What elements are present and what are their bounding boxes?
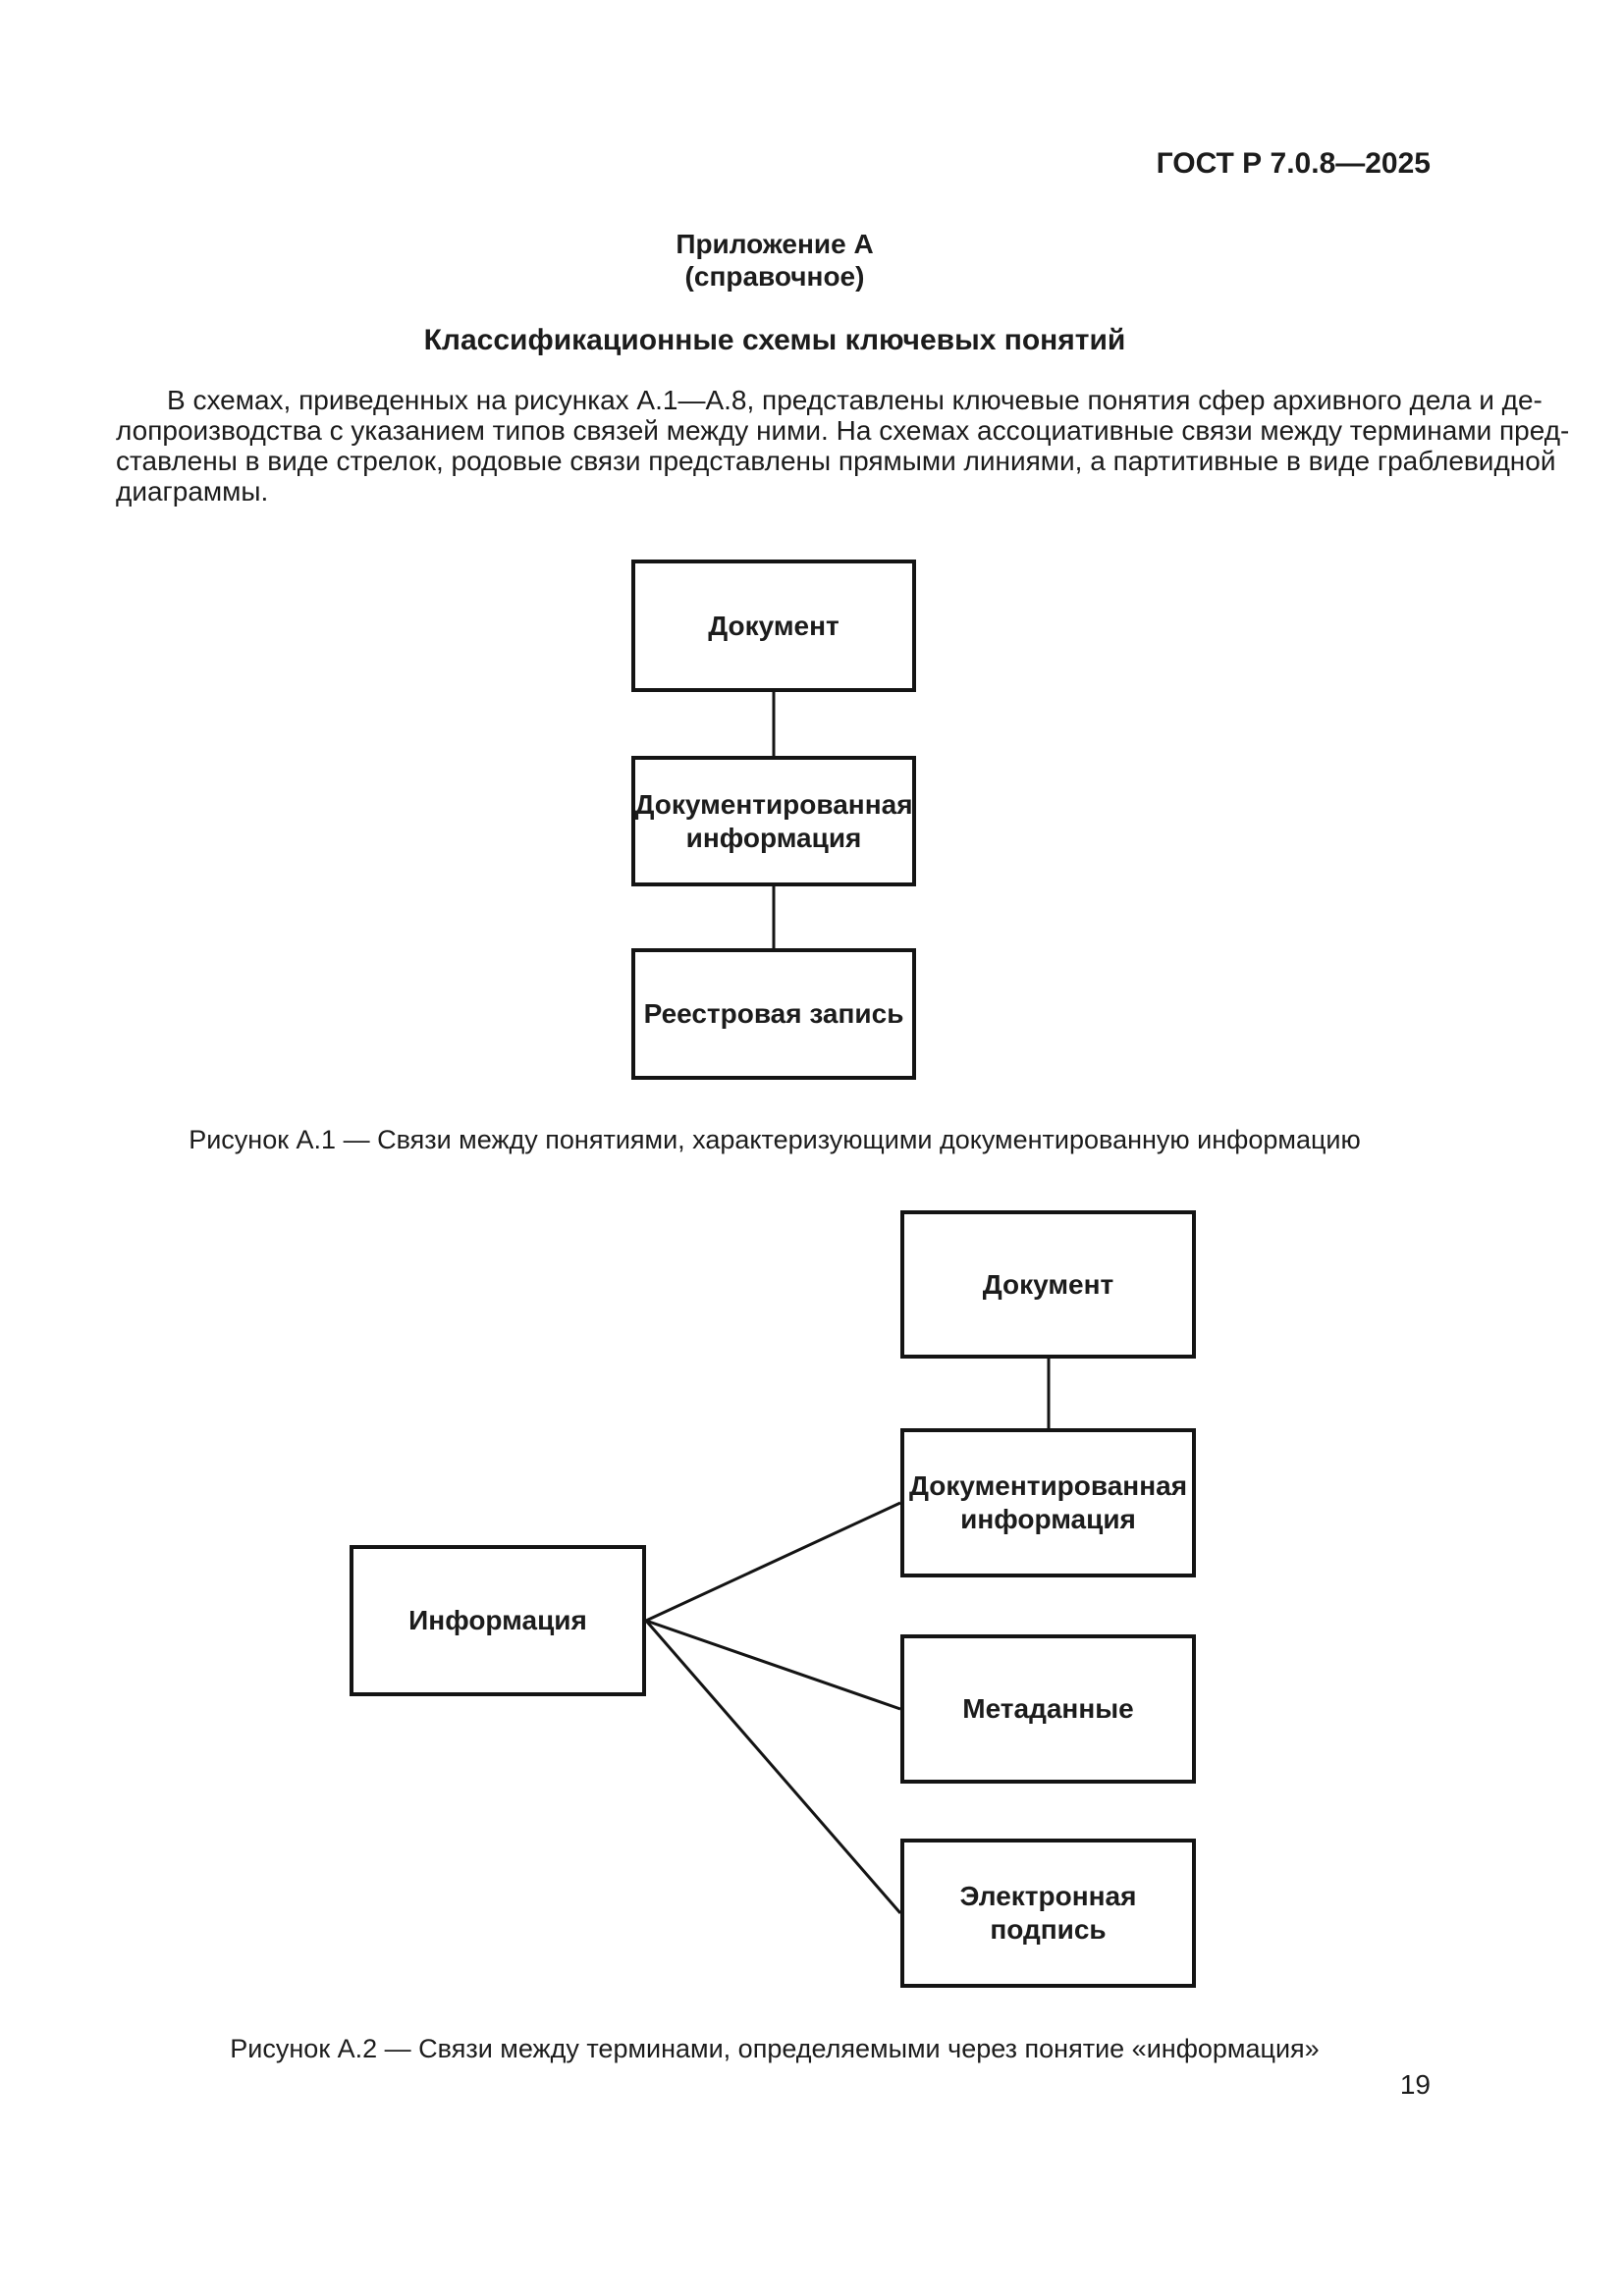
paragraph-line: лопроизводства с указанием типов связей … bbox=[116, 415, 1570, 446]
concept-box-dokumentirovannaya-informacia-a2: Документированная информация bbox=[900, 1428, 1196, 1577]
body-paragraph: В схемах, приведенных на рисунках А.1—А.… bbox=[116, 385, 1570, 507]
concept-box-reestrovaya-zapis: Реестровая запись bbox=[631, 948, 916, 1080]
appendix-note: (справочное) bbox=[684, 261, 865, 292]
concept-box-dokumentirovannaya-informacia-a1: Документированная информация bbox=[631, 756, 916, 886]
concept-box-dokument-a1: Документ bbox=[631, 560, 916, 692]
section-title: Классификационные схемы ключевых понятий bbox=[423, 324, 1126, 356]
concept-box-metadannye: Метаданные bbox=[900, 1634, 1196, 1784]
figure-a2-caption: Рисунок А.2 — Связи между терминами, опр… bbox=[230, 2034, 1320, 2063]
concept-box-informacia: Информация bbox=[350, 1545, 646, 1696]
concept-box-dokument-a2: Документ bbox=[900, 1210, 1196, 1359]
concept-box-elektronnaya-podpis: Электронная подпись bbox=[900, 1839, 1196, 1988]
page-number: 19 bbox=[1399, 2069, 1431, 2100]
paragraph-line: В схемах, приведенных на рисунках А.1—А.… bbox=[167, 385, 1543, 415]
paragraph-line: диаграммы. bbox=[116, 476, 269, 507]
paragraph-line: ставлены в виде стрелок, родовые связи п… bbox=[116, 446, 1556, 476]
running-header: ГОСТ Р 7.0.8—2025 bbox=[1156, 147, 1431, 180]
appendix-label: Приложение А bbox=[676, 229, 874, 259]
figure-a1-caption: Рисунок А.1 — Связи между понятиями, хар… bbox=[189, 1125, 1361, 1154]
